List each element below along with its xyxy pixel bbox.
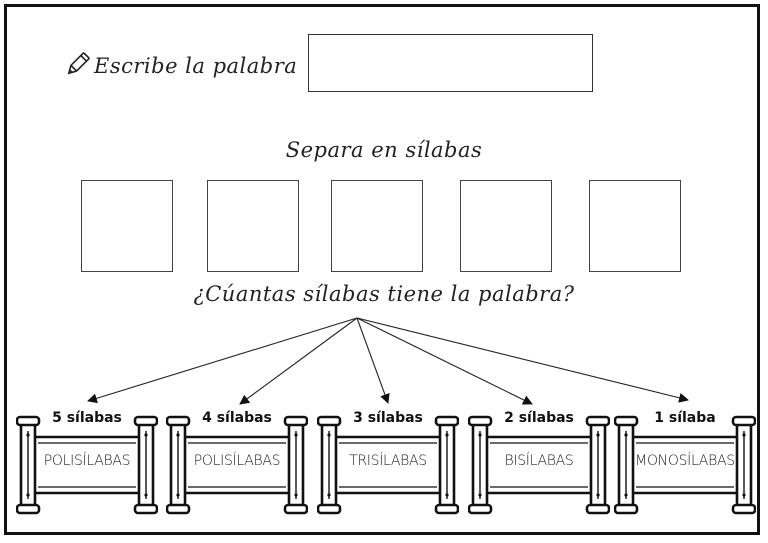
syllable-box-3[interactable] — [331, 180, 423, 272]
syllable-box-1[interactable] — [81, 180, 173, 272]
syllable-count-5: 1 sílaba — [654, 410, 716, 426]
scroll-banner-icon[interactable] — [468, 413, 610, 515]
syllable-type-label-2: POLISÍLABAS — [193, 453, 281, 469]
syllable-type-label-3: TRISÍLABAS — [349, 453, 427, 469]
write-word-label: Escribe la palabra — [94, 54, 298, 78]
separate-syllables-label: Separa en sílabas — [285, 138, 483, 162]
scroll-banner-icon[interactable] — [16, 413, 158, 515]
arrow-to-5 — [87, 317, 358, 404]
arrow-to-3 — [356, 317, 390, 404]
scroll-banner-icon[interactable] — [166, 413, 308, 515]
pencil-icon — [67, 52, 90, 75]
worksheet-frame — [4, 4, 760, 535]
syllable-type-label-4: BISÍLABAS — [504, 453, 574, 469]
syllable-box-5[interactable] — [589, 180, 681, 272]
syllable-box-4[interactable] — [460, 180, 552, 272]
syllable-count-2: 4 sílabas — [202, 410, 272, 426]
syllable-box-2[interactable] — [207, 180, 299, 272]
arrow-to-1 — [356, 317, 689, 403]
arrow-to-4 — [239, 317, 358, 405]
syllable-type-label-5: MONOSÍLABAS — [635, 453, 735, 469]
syllable-count-4: 2 sílabas — [504, 410, 574, 426]
word-answer-box[interactable] — [308, 34, 593, 92]
syllable-count-question: ¿Cúantas sílabas tiene la palabra? — [193, 282, 575, 306]
syllable-count-1: 5 sílabas — [52, 410, 122, 426]
syllable-type-label-1: POLISÍLABAS — [43, 453, 131, 469]
scroll-banner-icon[interactable] — [317, 413, 459, 515]
scroll-banner-icon[interactable] — [614, 413, 756, 515]
syllable-count-3: 3 sílabas — [353, 410, 423, 426]
arrow-to-2 — [356, 317, 533, 405]
